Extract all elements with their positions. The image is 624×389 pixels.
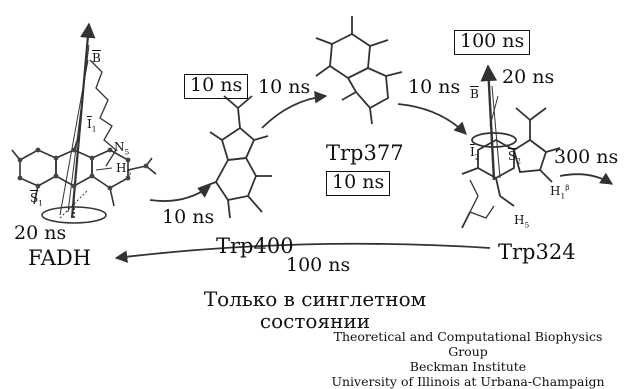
trp400-boxed-time: 10 ns — [184, 74, 249, 99]
pointer-20ns — [489, 95, 499, 127]
label-s1: S1 — [30, 191, 43, 208]
trp377-molecule — [315, 16, 403, 125]
trp324-to-fadh-time: 100 ns — [286, 254, 351, 276]
arrow-fadh-to-trp400 — [149, 185, 212, 202]
credits-line2: Beckman Institute — [409, 359, 527, 374]
fadh-atoms — [17, 147, 149, 191]
trp324-out-time: 300 ns — [554, 146, 619, 168]
arrow-trp377-to-trp324 — [397, 103, 467, 135]
trp324-boxed-time: 100 ns — [454, 30, 531, 55]
fadh-to-trp400-time: 10 ns — [162, 206, 215, 228]
trp400-molecule — [199, 95, 272, 219]
arrow-trp324-out — [559, 172, 614, 185]
trp377-to-trp324-time: 10 ns — [408, 76, 461, 98]
label-i2: I2 — [470, 145, 480, 162]
label-h5-right: H5 — [514, 213, 530, 230]
pointer-H5 — [95, 167, 113, 171]
label-h1-beta: H1β — [550, 183, 570, 201]
singlet-note: Только в синглетном состоянии — [170, 288, 460, 332]
credits-line3: University of Illinois at Urbana-Champai… — [331, 374, 605, 389]
transfer-arrows — [95, 90, 614, 263]
label-s2: S2 — [508, 149, 521, 166]
credits-line1: Theoretical and Computational Biophysics… — [333, 329, 603, 359]
trp377-boxed-time: 10 ns — [326, 171, 391, 196]
trp324-label: Trp324 — [498, 240, 576, 264]
label-n5: N5 — [114, 140, 130, 157]
label-h5-left: H5 — [116, 161, 132, 178]
label-b-left: B — [92, 51, 101, 65]
fadh-time: 20 ns — [14, 222, 67, 244]
trp324-time: 20 ns — [502, 66, 555, 88]
singlet-note-line1: Только в синглетном — [203, 287, 427, 311]
arrow-trp324-to-fadh — [114, 242, 491, 263]
label-b-right: B — [470, 87, 479, 101]
fadh-label: FADH — [28, 246, 92, 270]
credits: Theoretical and Computational Biophysics… — [312, 329, 624, 389]
diagram-canvas — [11, 16, 614, 263]
trp400-label: Trp400 — [216, 234, 294, 258]
trp400-to-trp377-time: 10 ns — [258, 76, 311, 98]
trp377-label: Trp377 — [326, 141, 404, 165]
singlet-note-line2: состоянии — [259, 309, 371, 333]
arrow-trp400-to-trp377 — [261, 90, 328, 129]
label-i1: I1 — [87, 117, 97, 134]
